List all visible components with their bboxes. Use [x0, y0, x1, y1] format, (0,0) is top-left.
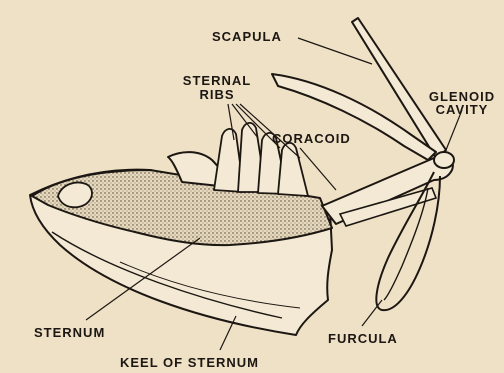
leader-furcula — [362, 300, 382, 326]
glenoid-joint — [434, 152, 454, 168]
furcula-label: FURCULA — [328, 332, 398, 345]
coracoid-label: CORACOID — [272, 132, 351, 145]
sternum-label: STERNUM — [34, 326, 105, 339]
keel-of-sternum-label: KEEL OF STERNUM — [120, 356, 259, 369]
scapula-label: SCAPULA — [212, 30, 282, 43]
leader-scapula — [298, 38, 372, 64]
sternal-ribs-label-line2: RIBS — [172, 88, 262, 101]
glenoid-cavity-label-line2: CAVITY — [422, 103, 502, 116]
sternal-rib-4 — [278, 143, 308, 196]
sternal-ribs-label-line1: STERNAL — [172, 74, 262, 87]
